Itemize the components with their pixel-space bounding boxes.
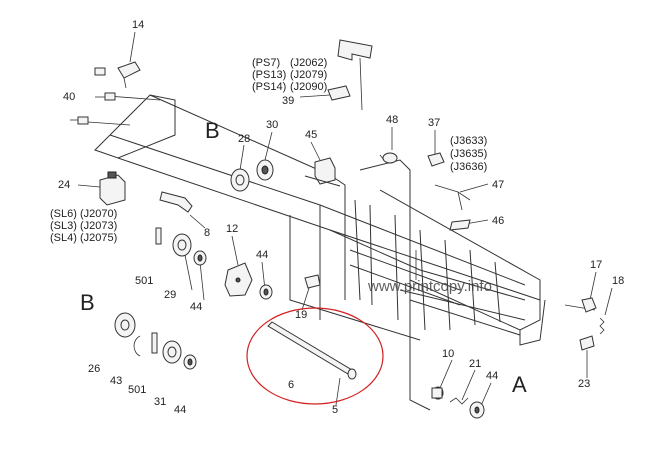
part-44a-bushing [193, 250, 207, 266]
label-5: 5 [332, 404, 338, 416]
part-8-arm [159, 191, 193, 213]
conn-ps14: (PS14) [252, 81, 286, 93]
conn-j3636: (J3636) [450, 161, 487, 173]
part-23-lever [579, 335, 595, 351]
label-48: 48 [386, 114, 398, 126]
part-17-shaft [564, 297, 597, 313]
part-12-bracket [224, 262, 253, 297]
label-47: 47 [492, 179, 504, 191]
solenoid-connector-labels: (SL6) (J2070) (SL3) (J2073) (SL4) (J2075… [50, 208, 117, 244]
part-30-gear [256, 159, 274, 181]
part-44b-bushing [259, 284, 273, 300]
label-44d: 44 [486, 370, 498, 382]
part-14-bracket [117, 61, 141, 89]
label-10: 10 [442, 348, 454, 360]
label-6: 6 [288, 379, 294, 391]
conn-j2062: (J2062) [290, 57, 327, 69]
conn-j3635: (J3635) [450, 148, 487, 160]
sensor-flag-top [337, 39, 373, 111]
conn-j3633: (J3633) [450, 135, 487, 147]
label-39: 39 [282, 95, 294, 107]
label-26: 26 [88, 363, 100, 375]
part-44c-bushing [183, 354, 197, 370]
part-40-screws [70, 67, 116, 125]
label-501b: 501 [128, 384, 146, 396]
label-40: 40 [63, 91, 75, 103]
label-19: 19 [295, 309, 307, 321]
label-501a: 501 [135, 275, 153, 287]
label-8: 8 [204, 227, 210, 239]
conn-sl4: (SL4) [50, 232, 77, 244]
part-24-solenoid [99, 171, 126, 206]
part-28-roller [230, 168, 250, 192]
letter-a: A [512, 372, 527, 397]
label-44b: 44 [256, 249, 268, 261]
part-45-sensor [304, 157, 341, 187]
label-37: 37 [428, 117, 440, 129]
leader-lines [77, 31, 613, 409]
part-6-rod [267, 321, 357, 380]
conn-j2070: (J2070) [80, 208, 117, 220]
conn-j2075: (J2075) [80, 232, 117, 244]
label-44c: 44 [174, 404, 186, 416]
label-31: 31 [154, 396, 166, 408]
label-14: 14 [132, 19, 144, 31]
label-46: 46 [492, 215, 504, 227]
j36-connector-labels: (J3633) (J3635) (J3636) [450, 135, 487, 173]
conn-sl3: (SL3) [50, 220, 77, 232]
label-45: 45 [305, 129, 317, 141]
part-19-clip [304, 274, 321, 289]
watermark: www.printcopy.info [367, 278, 492, 295]
letter-b-top: B [205, 118, 220, 143]
part-501b-pin [151, 332, 158, 354]
part-21-spring [449, 397, 469, 405]
label-30: 30 [266, 119, 278, 131]
sensor-connector-labels: (PS7) (J2062) (PS13) (J2079) (PS14) (J20… [252, 57, 327, 93]
label-23: 23 [578, 378, 590, 390]
part-47-lever [434, 184, 471, 211]
main-frame [94, 94, 546, 411]
label-21: 21 [469, 358, 481, 370]
part-44d-bushing [469, 401, 485, 419]
part-10-roller [431, 386, 444, 400]
part-48-spring [379, 152, 398, 164]
label-12: 12 [226, 223, 238, 235]
conn-j2073: (J2073) [80, 220, 117, 232]
part-31-gear [162, 340, 182, 364]
label-43: 43 [110, 375, 122, 387]
conn-ps13: (PS13) [252, 69, 286, 81]
letter-b-left: B [80, 290, 95, 315]
conn-ps7: (PS7) [252, 57, 280, 69]
part-26-gear [114, 312, 136, 338]
highlight-ellipse [246, 307, 384, 405]
label-18: 18 [612, 275, 624, 287]
conn-j2079: (J2079) [290, 69, 327, 81]
part-37-sensor [427, 152, 445, 167]
label-29: 29 [164, 289, 176, 301]
label-44a: 44 [190, 301, 202, 313]
label-24: 24 [58, 179, 70, 191]
part-46-link [449, 219, 471, 231]
label-17: 17 [590, 259, 602, 271]
conn-sl6: (SL6) [50, 208, 77, 220]
part-39-sensor [327, 85, 351, 101]
part-501a-pin [155, 227, 162, 245]
part-18-spring [599, 317, 605, 335]
conn-j2090: (J2090) [290, 81, 327, 93]
part-43-ring [133, 335, 141, 357]
label-28: 28 [238, 133, 250, 145]
part-29-gear [172, 233, 192, 257]
